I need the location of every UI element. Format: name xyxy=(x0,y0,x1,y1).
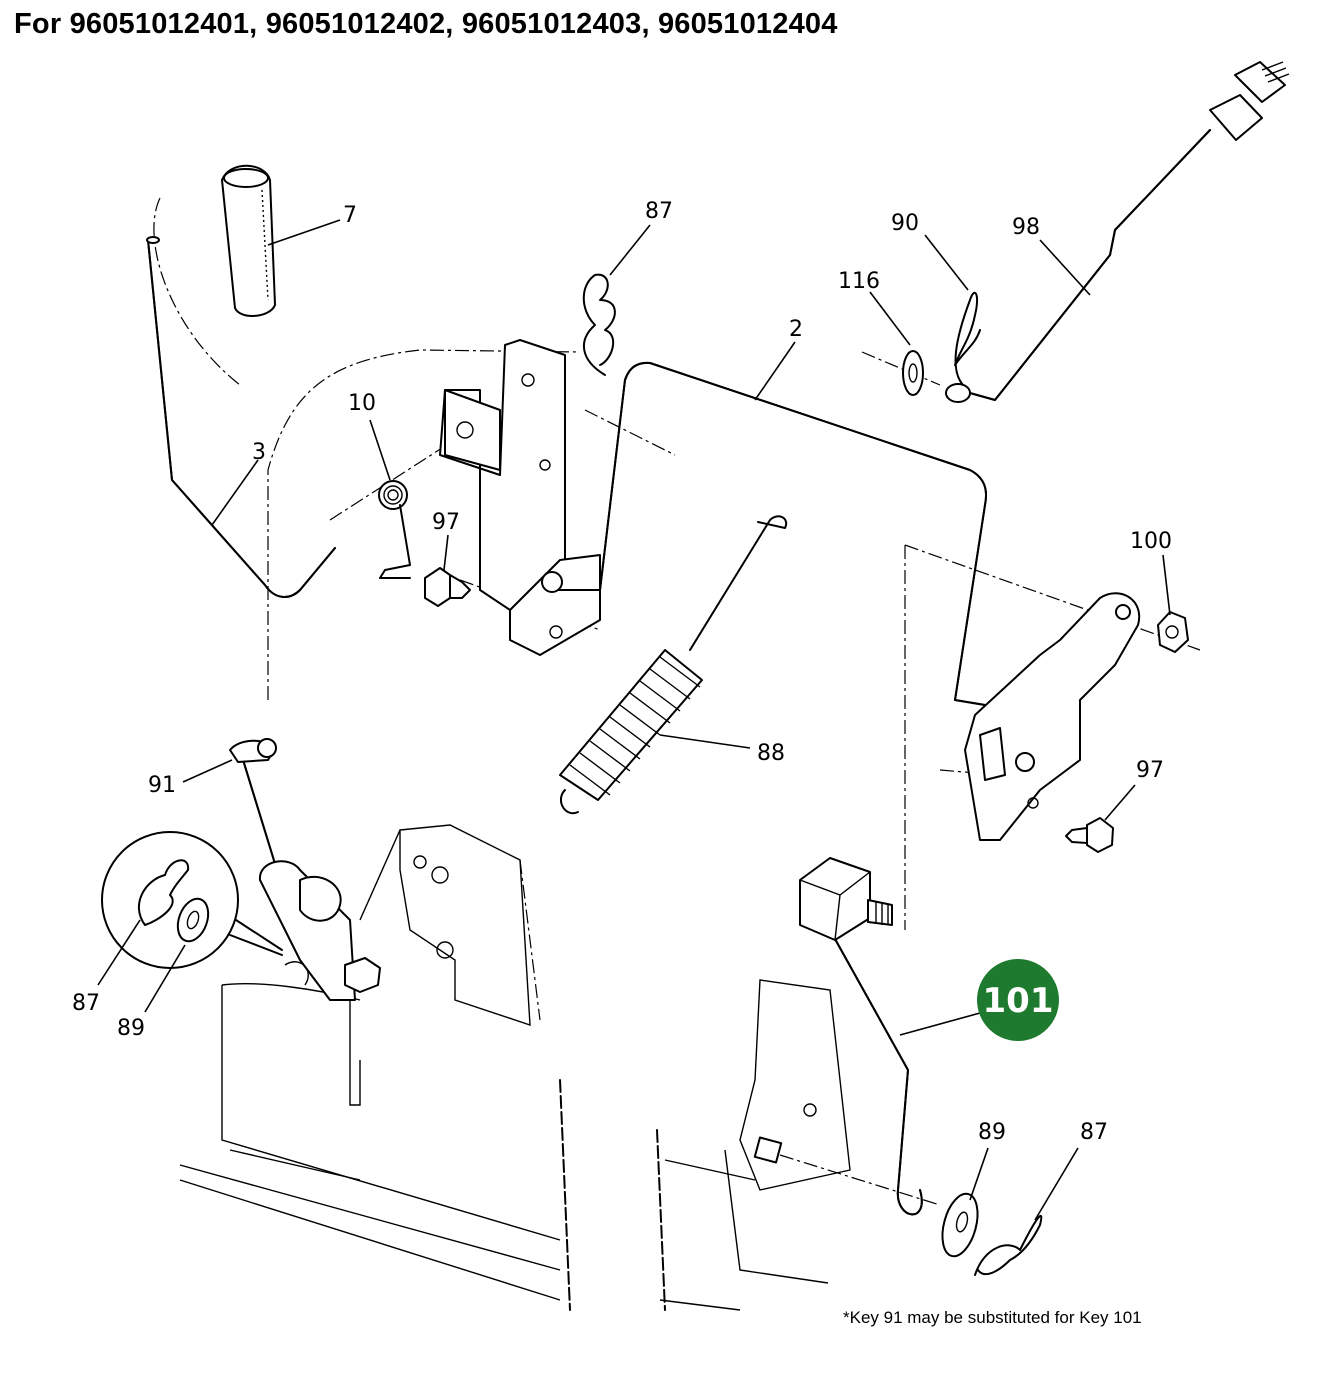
callout-87-bottom: 87 xyxy=(1080,1120,1108,1145)
callout-98: 98 xyxy=(1012,215,1040,240)
hairpin-clip-part-87-bottom[interactable] xyxy=(974,1214,1043,1276)
callout-97-left: 97 xyxy=(432,510,460,535)
mower-deck-right xyxy=(656,979,851,1311)
grip-part-7[interactable] xyxy=(221,164,276,317)
callout-87-detail: 87 xyxy=(72,991,100,1016)
callout-7: 7 xyxy=(343,203,357,228)
highlight-label: 101 xyxy=(983,981,1054,1021)
callout-88: 88 xyxy=(757,741,785,766)
lift-shaft-part-2[interactable] xyxy=(541,361,988,706)
hairpin-clip-part-90[interactable] xyxy=(954,291,981,386)
callout-90: 90 xyxy=(891,211,919,236)
callout-leaders xyxy=(97,219,1171,1221)
callout-3: 3 xyxy=(252,440,266,465)
page-title: For 96051012401, 96051012402, 9605101240… xyxy=(14,8,838,40)
callout-87-top: 87 xyxy=(645,199,673,224)
washer-part-116[interactable] xyxy=(902,350,924,396)
pivot-bracket xyxy=(439,339,601,656)
detail-magnifier xyxy=(101,831,283,969)
callout-97-right: 97 xyxy=(1136,758,1164,783)
torsion-spring-part-10[interactable] xyxy=(378,480,411,579)
footnote: *Key 91 may be substituted for Key 101 xyxy=(843,1308,1142,1327)
callout-10: 10 xyxy=(348,391,376,416)
pivot-plate-right xyxy=(964,592,1141,841)
hairpin-clip-part-87-top[interactable] xyxy=(582,273,616,376)
callout-89-detail: 89 xyxy=(117,1016,145,1041)
callout-100: 100 xyxy=(1130,529,1172,554)
nut-part-100[interactable] xyxy=(1157,611,1189,653)
callout-2: 2 xyxy=(789,317,803,342)
lift-link-part-91[interactable] xyxy=(229,738,381,1001)
extension-spring-part-88[interactable] xyxy=(559,515,788,815)
callout-91: 91 xyxy=(148,773,176,798)
rod-part-98[interactable] xyxy=(945,61,1290,403)
washer-part-89-bottom[interactable] xyxy=(936,1190,983,1260)
callout-labels: 7 87 90 98 116 2 10 3 97 100 88 97 91 87… xyxy=(72,199,1172,1145)
bolt-part-97-right[interactable] xyxy=(1065,817,1114,853)
callout-89-bottom: 89 xyxy=(978,1120,1006,1145)
highlight-badge-101[interactable]: 101 xyxy=(977,959,1059,1041)
lift-link-part-101[interactable] xyxy=(799,857,923,1216)
lift-handle-part-3[interactable] xyxy=(146,236,336,598)
callout-116: 116 xyxy=(838,269,880,294)
bolt-part-97-left[interactable] xyxy=(424,567,471,607)
mower-deck-left xyxy=(179,824,571,1311)
